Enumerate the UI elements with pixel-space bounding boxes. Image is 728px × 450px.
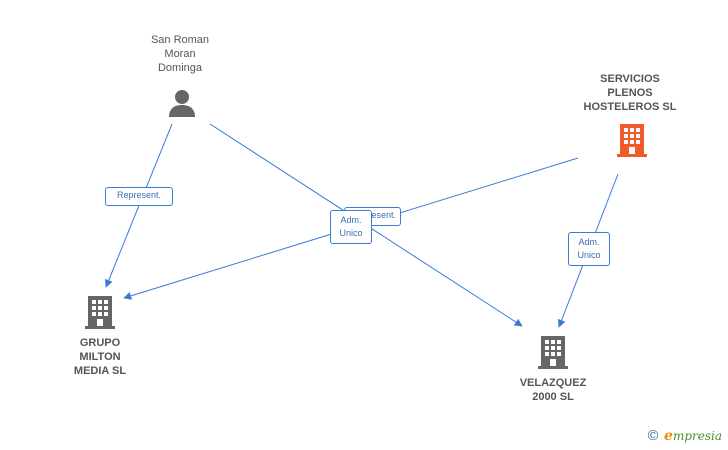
- person-icon[interactable]: [167, 88, 197, 118]
- brand-initial: e: [664, 428, 673, 444]
- edge-label-adm-unico-center[interactable]: Adm. Unico: [330, 210, 372, 244]
- servicios-label[interactable]: SERVICIOS PLENOS HOSTELEROS SL: [583, 73, 677, 113]
- grupo-building-icon[interactable]: [84, 294, 116, 330]
- brand-watermark: ©empresia: [646, 428, 722, 444]
- person-label[interactable]: San Roman Moran Dominga: [150, 34, 210, 74]
- servicios-building-icon[interactable]: [616, 122, 648, 158]
- edge-label-adm-unico-right[interactable]: Adm. Unico: [568, 232, 610, 266]
- copyright-icon: ©: [646, 428, 661, 444]
- edge-label-represent[interactable]: Represent.: [105, 187, 173, 206]
- velazquez-building-icon[interactable]: [537, 334, 569, 370]
- brand-name: mpresia: [672, 429, 722, 443]
- velazquez-label[interactable]: VELAZQUEZ 2000 SL: [519, 377, 587, 403]
- grupo-label[interactable]: GRUPO MILTON MEDIA SL: [73, 337, 127, 377]
